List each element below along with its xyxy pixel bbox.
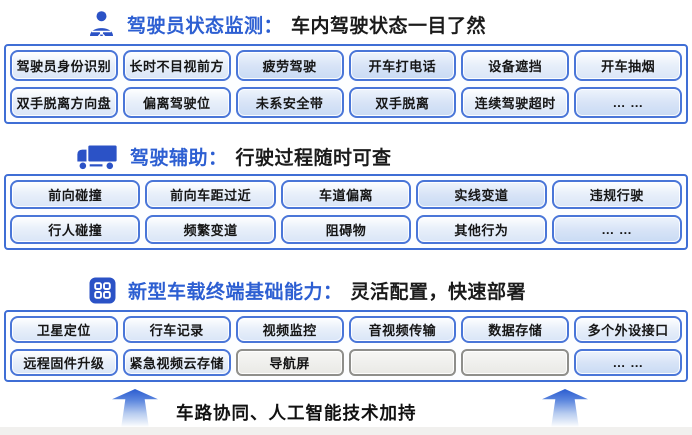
app-grid-icon: [89, 277, 116, 304]
up-arrow-icon: [112, 389, 158, 427]
section-title: 驾驶辅助：: [130, 147, 228, 169]
grid-cell: 连续驾驶超时: [461, 87, 570, 118]
grid-cell: 设备遮挡: [461, 50, 570, 81]
grid-cell: 长时不目视前方: [122, 50, 231, 81]
section-subtitle: 车内驾驶状态一目了然: [291, 15, 487, 37]
driver-monitoring-grid: 驾驶员身份识别长时不目视前方疲劳驾驶开车打电话设备遮挡开车抽烟双手脱离方向盘偏离…: [4, 44, 688, 124]
section-subtitle: 行驶过程随时可查: [235, 147, 392, 169]
grid-cell: 疲劳驾驶: [235, 50, 344, 81]
grid-cell: 未系安全带: [235, 87, 344, 118]
grid-cell: 频繁变道: [145, 215, 276, 244]
grid-cell: … …: [574, 349, 682, 376]
section-title: 新型车载终端基础能力：: [128, 281, 343, 303]
grid-cell: 行车记录: [122, 316, 231, 343]
section-header-terminal-capability: 新型车载终端基础能力： 灵活配置，快速部署: [0, 274, 526, 306]
grid-cell: 开车打电话: [348, 50, 457, 81]
grid-cell: 远程固件升级: [10, 349, 118, 376]
grid-cell: 双手脱离: [348, 87, 457, 118]
grid-cell: 实线变道: [416, 180, 547, 209]
grid-cell: 驾驶员身份识别: [10, 50, 118, 81]
grid-cell: 双手脱离方向盘: [10, 87, 118, 118]
grid-cell-empty: [461, 349, 570, 376]
grid-cell: 视频监控: [235, 316, 344, 343]
grid-cell: … …: [551, 215, 682, 244]
grid-cell: 导航屏: [235, 349, 344, 376]
grid-cell: 车道偏离: [280, 180, 412, 209]
grid-cell: … …: [574, 87, 682, 118]
grid-cell: 卫星定位: [10, 316, 118, 343]
section-title: 驾驶员状态监测：: [127, 15, 284, 37]
grid-cell: 前向碰撞: [10, 180, 141, 209]
grid-cell: 多个外设接口: [574, 316, 682, 343]
grid-cell: 违规行驶: [551, 180, 682, 209]
driving-assistance-grid: 前向碰撞前向车距过近车道偏离实线变道违规行驶行人碰撞频繁变道阻碍物其他行为… …: [4, 174, 688, 250]
section-header-driving-assistance: 驾驶辅助： 行驶过程随时可查: [0, 140, 392, 172]
grid-cell: 阻碍物: [280, 215, 412, 244]
grid-cell: 数据存储: [461, 316, 570, 343]
grid-cell: 行人碰撞: [10, 215, 141, 244]
grid-cell: 紧急视频云存储: [122, 349, 231, 376]
grid-cell: 偏离驾驶位: [122, 87, 231, 118]
truck-icon: [76, 142, 118, 171]
terminal-capability-grid: 卫星定位行车记录视频监控音视频传输数据存储多个外设接口远程固件升级紧急视频云存储…: [4, 310, 688, 382]
grid-cell: 前向车距过近: [145, 180, 276, 209]
footer-caption: 车路协同、人工智能技术加持: [176, 403, 417, 423]
grid-cell-empty: [348, 349, 457, 376]
up-arrow-icon: [542, 389, 588, 427]
section-header-driver-monitoring: 驾驶员状态监测： 车内驾驶状态一目了然: [0, 8, 486, 40]
section-subtitle: 灵活配置，快速部署: [350, 281, 527, 303]
grid-cell: 音视频传输: [348, 316, 457, 343]
bottom-divider-bar: [0, 427, 692, 435]
grid-cell: 其他行为: [416, 215, 547, 244]
grid-cell: 开车抽烟: [574, 50, 682, 81]
driver-steering-wheel-icon: [88, 10, 115, 38]
